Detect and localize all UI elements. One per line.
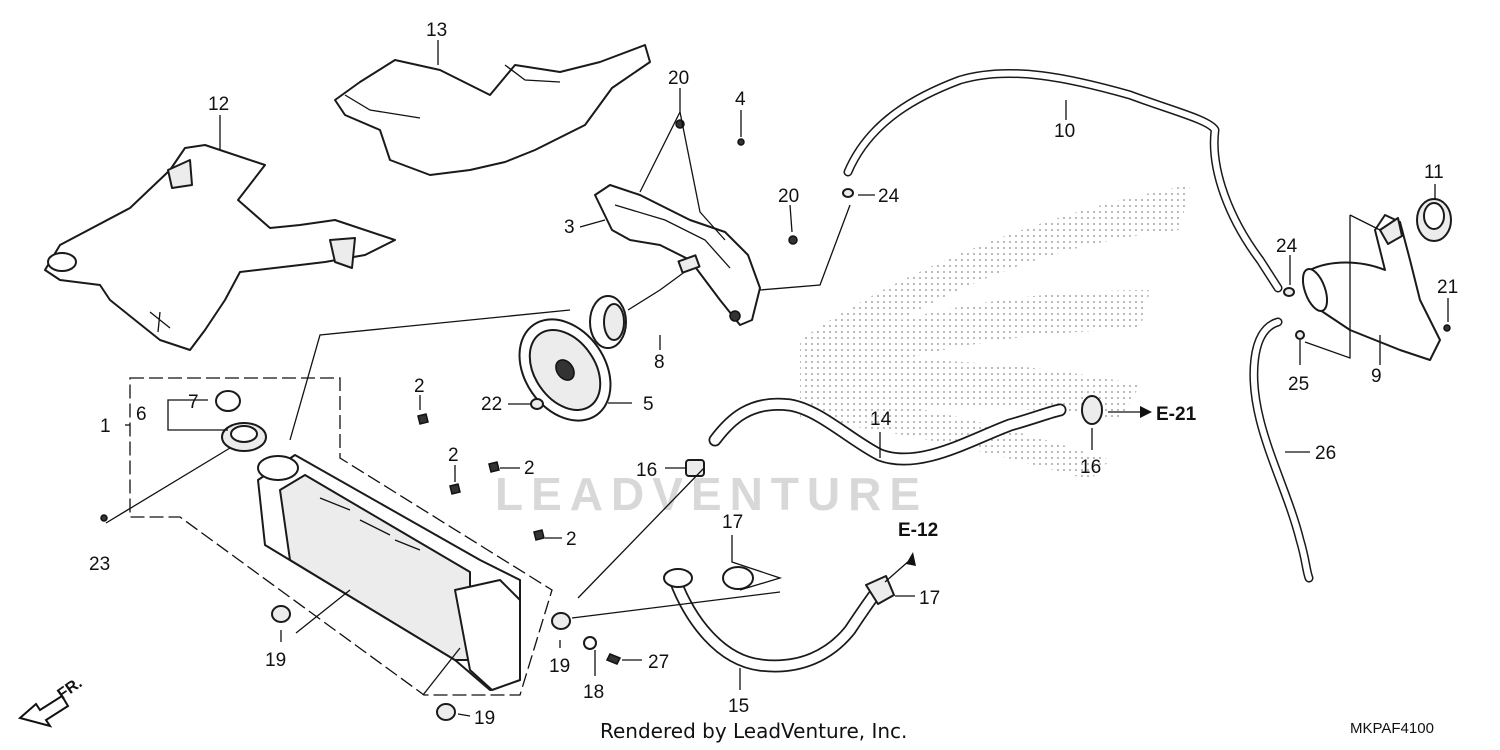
grommet-19-b	[551, 612, 571, 630]
hose-clamps	[685, 395, 1103, 605]
callout-2: 2	[566, 529, 577, 550]
part-7-cap-seal	[215, 390, 241, 412]
clamp-17-lower	[722, 566, 754, 590]
bolt-23	[100, 514, 108, 522]
callout-8: 8	[654, 352, 665, 373]
callout-5: 5	[643, 394, 654, 415]
callout-21: 21	[1437, 277, 1458, 298]
callout-25: 25	[1288, 374, 1309, 395]
part-9-reserve-tank	[1301, 214, 1441, 361]
part-5-cooling-fan	[518, 318, 612, 422]
callout-2: 2	[524, 458, 535, 479]
part-26-overflow-tube	[1249, 317, 1314, 583]
clip-24-b	[1283, 287, 1295, 297]
callout-20: 20	[778, 186, 799, 207]
callout-2: 2	[414, 376, 425, 397]
callout-19: 19	[265, 650, 286, 671]
reference-e12: E-12	[898, 520, 938, 541]
part-15-radiator-hose	[663, 568, 885, 673]
washer-18	[583, 636, 597, 650]
callout-17: 17	[919, 588, 940, 609]
clamp-16-left	[685, 459, 705, 477]
reference-arrows	[906, 406, 1152, 566]
part-12-cover-plate	[44, 144, 396, 351]
callout-19: 19	[474, 708, 495, 729]
part-10-siphon-hose	[843, 68, 1283, 293]
collar-2-d	[533, 529, 545, 541]
reference-e21: E-21	[1156, 404, 1197, 425]
screw-21	[1443, 324, 1451, 332]
callout-17: 17	[722, 512, 743, 533]
callout-13: 13	[426, 20, 447, 41]
assembly-boundary-1	[129, 377, 553, 696]
callout-24: 24	[878, 186, 900, 207]
front-direction-arrow: FR.	[17, 675, 85, 728]
callout-12: 12	[208, 94, 229, 115]
callout-15: 15	[728, 696, 749, 717]
part-1-radiator	[257, 454, 521, 691]
bolt-27	[605, 653, 622, 665]
screw-4	[737, 138, 745, 146]
callout-6: 6	[136, 404, 147, 425]
callout-7: 7	[188, 392, 199, 413]
callout-labels: 1 2 2 2 2 3 4 5 6 7 8 9 10 11 12 13 14 1…	[89, 20, 1458, 729]
clip-25	[1295, 330, 1305, 340]
callout-22: 22	[481, 394, 502, 415]
callout-20: 20	[668, 68, 689, 89]
collar-2-c	[488, 461, 500, 473]
grommet-19-a	[271, 605, 291, 623]
bolt-20-b	[788, 235, 798, 245]
part-11-tank-cap	[1416, 198, 1452, 242]
part-8-fan-motor	[589, 254, 701, 349]
callout-26: 26	[1315, 443, 1336, 464]
callout-2: 2	[448, 445, 459, 466]
callout-16: 16	[636, 460, 657, 481]
clamp-16-right	[1081, 395, 1103, 425]
diagram-code: MKPAF4100	[1350, 720, 1434, 737]
collar-2-a	[417, 413, 429, 425]
collar-2-b	[449, 483, 461, 495]
part-6-radiator-cap	[221, 422, 267, 452]
callout-14: 14	[870, 409, 892, 430]
callout-1: 1	[100, 416, 111, 437]
callout-18: 18	[583, 682, 604, 703]
clamp-17-upper	[865, 575, 895, 605]
callout-19: 19	[549, 656, 570, 677]
leader-lines	[105, 40, 1449, 717]
callout-4: 4	[735, 89, 746, 110]
part-13-heat-shield	[334, 44, 651, 176]
callout-3: 3	[564, 217, 575, 238]
credit-text: Rendered by LeadVenture, Inc.	[600, 719, 907, 743]
fasteners	[100, 119, 1451, 721]
callout-23: 23	[89, 554, 110, 575]
callout-27: 27	[648, 652, 669, 673]
nut-22	[530, 398, 544, 410]
callout-9: 9	[1371, 366, 1382, 387]
grommet-19-c	[436, 703, 456, 721]
clip-24-a	[842, 188, 854, 198]
callout-10: 10	[1054, 121, 1075, 142]
callout-11: 11	[1424, 162, 1444, 183]
callout-24: 24	[1276, 236, 1298, 257]
part-3-fan-shroud	[594, 184, 761, 326]
watermark-text: LEADVENTURE	[495, 468, 928, 520]
callout-16: 16	[1080, 457, 1101, 478]
